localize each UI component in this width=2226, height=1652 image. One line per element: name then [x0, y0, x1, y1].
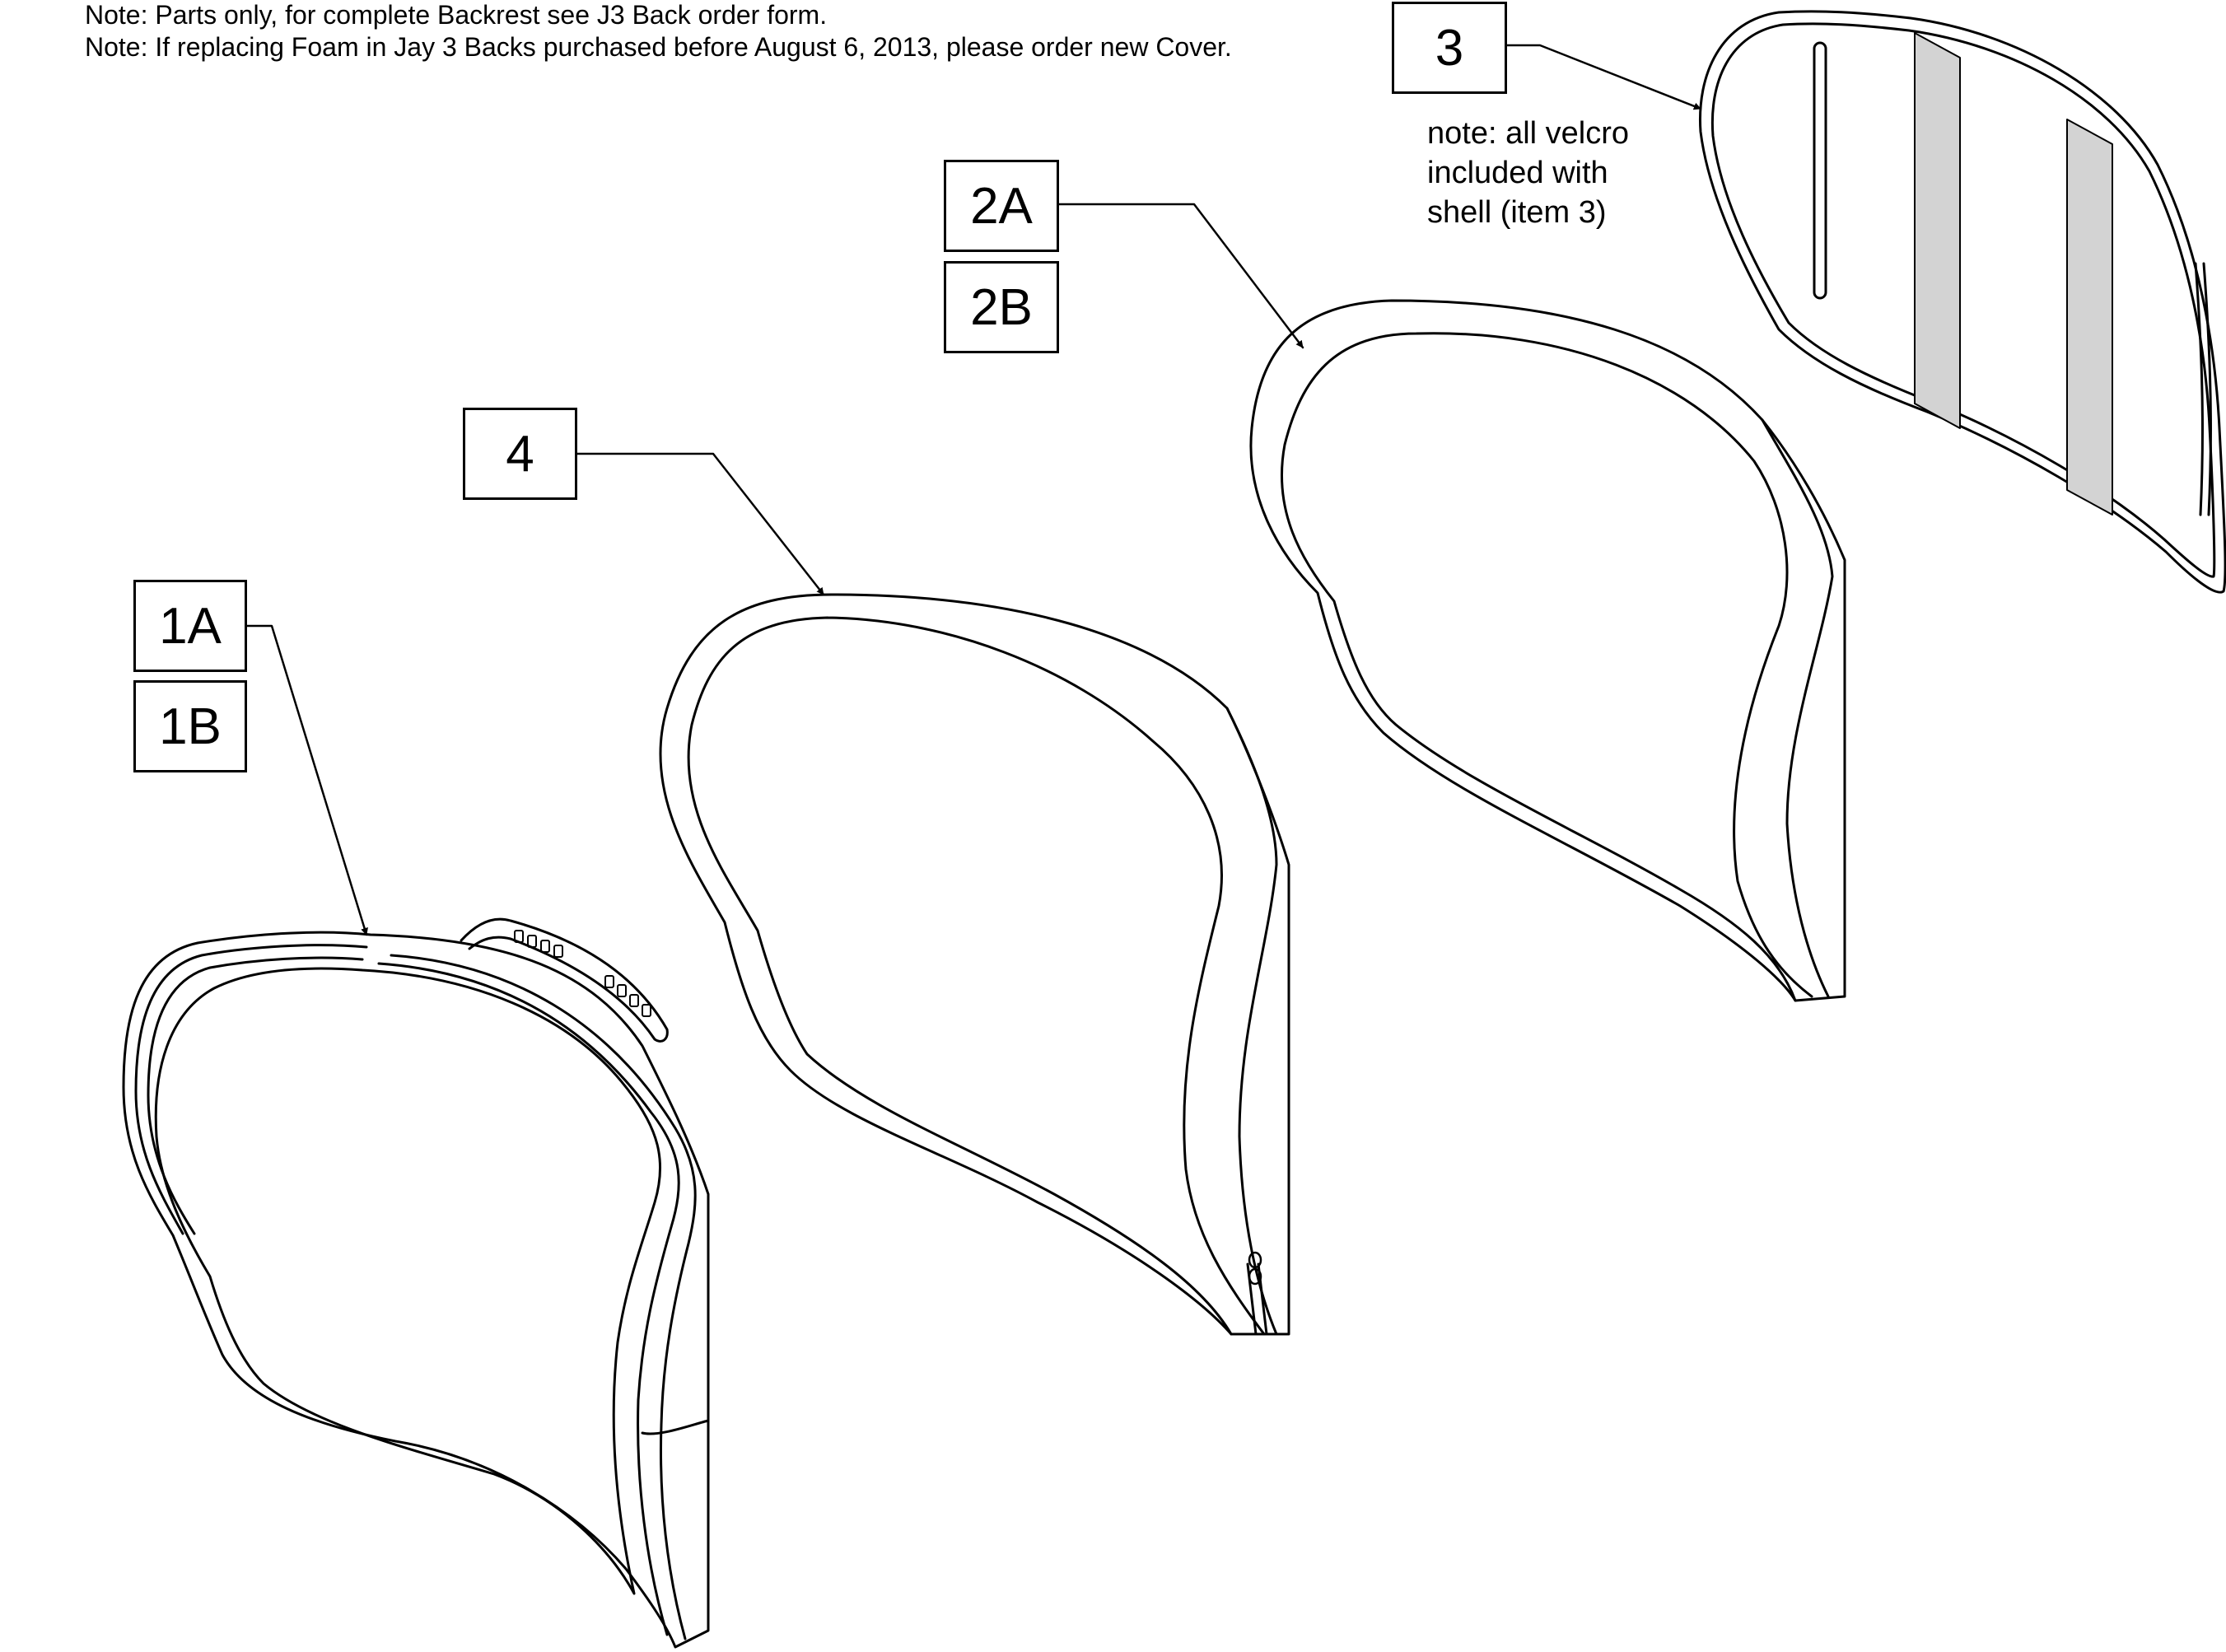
leader-2	[1056, 203, 1304, 349]
part-1-edge-3	[147, 956, 364, 1235]
leader-3	[1503, 44, 1702, 110]
part-4-side-edge	[1225, 707, 1278, 1336]
part-1-velcro-slots	[514, 930, 651, 1017]
callout-1b: 1B	[133, 680, 247, 772]
callout-3: 3	[1392, 2, 1507, 94]
part-1-edge-2	[134, 944, 368, 1235]
part-4-outer-edge	[659, 593, 1290, 1336]
velcro-note-line-3: shell (item 3)	[1427, 195, 1607, 230]
part-2-inner-face	[1281, 332, 1813, 1002]
callout-4: 4	[463, 408, 577, 500]
part-3-velcro-strip-1	[1914, 32, 1961, 429]
part-3-inner-edge	[1710, 22, 2216, 578]
part-1-side-band-a	[377, 962, 680, 1636]
leader-lines	[244, 44, 1702, 936]
part-2-insert	[1249, 299, 1846, 1002]
velcro-note: note: all velcro included with shell (it…	[1427, 114, 1629, 232]
part-1-side-band-b	[390, 954, 697, 1640]
part-1-seam	[641, 1419, 710, 1435]
part-3-outer-edge	[1698, 10, 2226, 594]
part-1-cover	[122, 917, 710, 1649]
callout-1a: 1A	[133, 580, 247, 672]
part-4-zipper-pull	[1248, 1251, 1262, 1286]
note-foam-replacement: Note: If replacing Foam in Jay 3 Backs p…	[85, 32, 1232, 62]
callout-2b: 2B	[944, 261, 1059, 353]
part-3-shell	[1698, 10, 2226, 594]
part-3-velcro-strip-2	[2066, 119, 2113, 516]
part-4-inner-face	[687, 616, 1266, 1336]
part-1-outer-edge	[122, 931, 710, 1649]
part-2-outer-edge	[1249, 299, 1846, 1002]
part-3-slot-right	[2194, 262, 2212, 516]
velcro-note-line-1: note: all velcro	[1427, 116, 1630, 151]
leader-4	[573, 452, 825, 596]
part-1-inner-face	[154, 967, 662, 1595]
callout-2a: 2A	[944, 160, 1059, 252]
part-2-side-edge	[1761, 418, 1834, 998]
velcro-note-line-2: included with	[1427, 156, 1608, 190]
leader-1	[244, 624, 368, 936]
part-4-foam	[659, 593, 1290, 1336]
note-parts-only: Note: Parts only, for complete Backrest …	[85, 0, 828, 30]
part-3-slot-left	[1813, 41, 1827, 300]
part-1-handle-strap	[460, 917, 669, 1043]
